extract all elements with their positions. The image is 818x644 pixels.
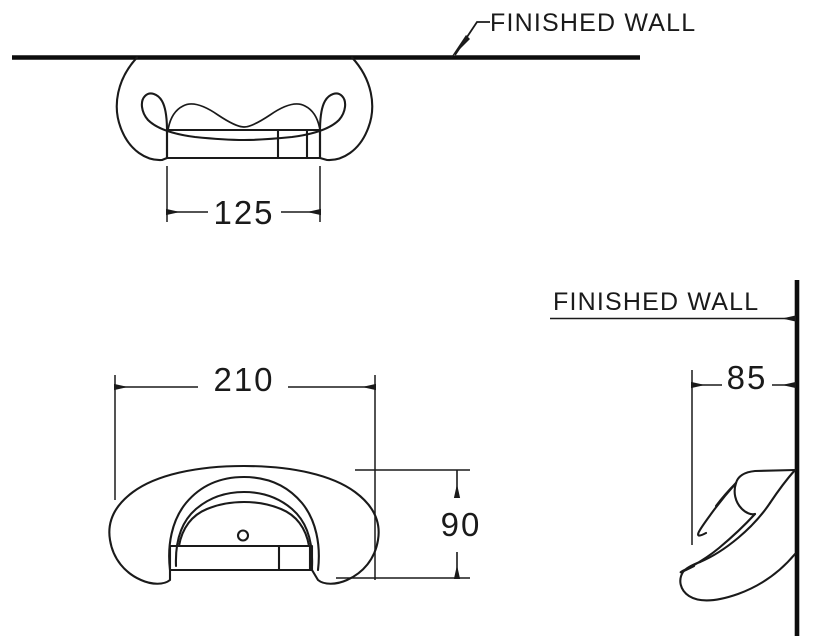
dimension-210: 210 — [114, 361, 376, 580]
front-view-group: 210 — [108, 361, 482, 585]
side-view-upper-sweep — [687, 512, 757, 570]
dimension-value-90: 90 — [441, 506, 482, 543]
dimension-90: 90 — [336, 469, 482, 579]
top-view-saddle-inner — [167, 103, 321, 131]
side-view-lower-body — [679, 552, 797, 602]
side-view-top-join — [768, 468, 797, 505]
top-view-group: 125 FINISHED WALL — [12, 9, 696, 231]
front-view-contour-inner — [177, 500, 311, 548]
finished-wall-label-right: FINISHED WALL — [553, 288, 759, 316]
finished-wall-label-top: FINISHED WALL — [490, 9, 696, 37]
dimension-value-125: 125 — [213, 194, 274, 231]
front-view-plate — [168, 544, 314, 572]
dimension-value-210: 210 — [213, 361, 274, 398]
finished-wall-leader-top — [454, 21, 490, 56]
front-view-contour-outer — [168, 475, 320, 572]
side-view-group: FINISHED WALL 85 — [550, 280, 800, 636]
side-view-notch — [714, 481, 738, 508]
finished-wall-callout-top: FINISHED WALL — [450, 9, 696, 59]
dimension-value-85: 85 — [727, 359, 768, 396]
front-view-outline-right — [242, 464, 380, 585]
side-view-back-sweep — [698, 501, 772, 564]
dimension-125: 125 — [166, 166, 321, 231]
top-view-plate — [165, 128, 322, 160]
top-view-saddle-outer — [140, 92, 347, 160]
dimension-85: 85 — [691, 359, 796, 545]
finished-wall-leader-arrow-top — [450, 35, 470, 59]
top-view-outline-left — [115, 56, 169, 162]
side-view-inner-curve — [697, 481, 738, 537]
fixing-screw-circle — [236, 529, 250, 542]
front-view-contour-middle — [174, 490, 314, 568]
front-view-outline-left — [108, 464, 246, 585]
top-view-outline-right — [318, 56, 374, 162]
finished-wall-callout-right: FINISHED WALL — [550, 288, 796, 322]
side-view-lip — [733, 468, 797, 516]
